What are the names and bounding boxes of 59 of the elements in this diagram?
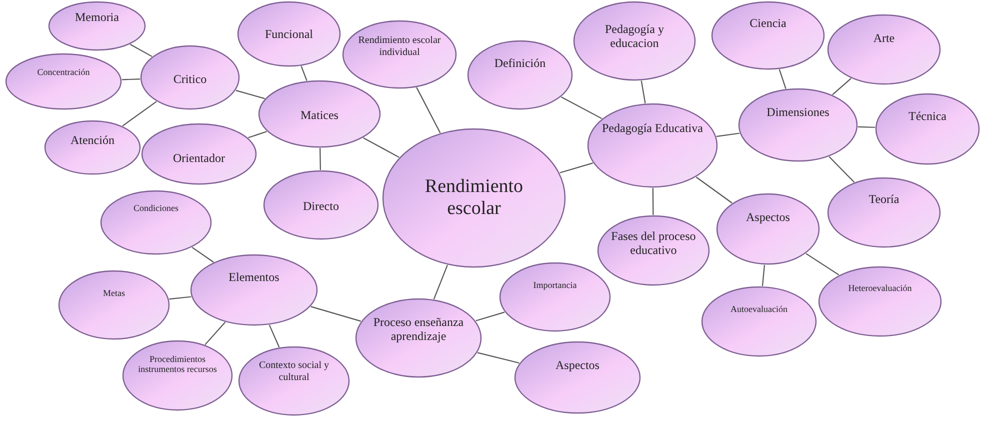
connector-line bbox=[320, 148, 321, 170]
connector-line bbox=[204, 322, 226, 346]
connector-line bbox=[560, 162, 593, 174]
connector-line bbox=[716, 132, 740, 138]
concept-label: Contexto social y cultural bbox=[258, 360, 330, 383]
connector-line bbox=[236, 90, 265, 100]
concept-label: Fases del proceso educativo bbox=[610, 230, 697, 258]
connector-line bbox=[561, 96, 602, 120]
connector-line bbox=[192, 246, 214, 263]
concept-label: Dimensiones bbox=[766, 106, 830, 120]
connector-line bbox=[778, 69, 786, 89]
concept-label: Matices bbox=[299, 109, 340, 123]
concept-label: Funcional bbox=[264, 28, 314, 42]
connector-line bbox=[828, 156, 855, 183]
connector-line bbox=[416, 87, 441, 134]
connector-line bbox=[433, 264, 448, 300]
concept-label: Importancia bbox=[532, 280, 578, 290]
connector-line bbox=[363, 137, 400, 158]
connector-line bbox=[122, 78, 140, 80]
concept-label: Condiciones bbox=[132, 203, 180, 214]
concept-label: Critico bbox=[172, 73, 208, 87]
concept-label: Técnica bbox=[908, 110, 948, 124]
connector-line bbox=[130, 44, 152, 57]
concept-label: Concentración bbox=[36, 67, 91, 78]
concept-label: Arte bbox=[872, 32, 896, 46]
concept-label: Autoevaluación bbox=[729, 304, 788, 314]
connector-line bbox=[300, 66, 308, 81]
concept-label: Pedagogía y educacion bbox=[604, 23, 665, 51]
connector-line bbox=[169, 296, 192, 300]
concept-label: Rendimiento escolar bbox=[424, 176, 524, 220]
connector-line bbox=[858, 126, 876, 128]
concept-label: Orientador bbox=[172, 152, 226, 166]
concept-label: Rendimiento escolar individual bbox=[357, 35, 442, 58]
concept-label: Proceso enseñanza aprendizaje bbox=[372, 316, 465, 344]
connector-line bbox=[652, 188, 654, 215]
concept-label: Ciencia bbox=[748, 17, 788, 31]
connector-line bbox=[477, 352, 520, 364]
connector-line bbox=[640, 80, 646, 104]
concept-label: Procedimientos instrumentos recursos bbox=[137, 354, 218, 375]
concept-label: Pedagogía Educativa bbox=[601, 122, 704, 136]
concept-label: Atención bbox=[69, 134, 116, 148]
connector-line bbox=[806, 253, 840, 276]
concept-label: Definición bbox=[493, 57, 547, 71]
concept-label: Memoria bbox=[74, 11, 120, 25]
concept-label: Aspectos bbox=[744, 211, 791, 225]
concept-label: Heteroevaluación bbox=[847, 283, 913, 294]
connector-line bbox=[476, 312, 505, 322]
connector-line bbox=[696, 176, 732, 204]
concept-label: Teoría bbox=[868, 193, 900, 207]
connector-line bbox=[832, 78, 852, 96]
connector-line bbox=[268, 324, 280, 348]
concept-label: Elementos bbox=[228, 271, 280, 285]
concept-label: Metas bbox=[102, 288, 126, 298]
connector-line bbox=[248, 130, 267, 138]
connector-line bbox=[762, 264, 766, 286]
connector-line bbox=[310, 306, 362, 322]
concept-label: Aspectos bbox=[554, 359, 600, 373]
connector-line bbox=[122, 101, 157, 126]
concept-label: Directo bbox=[302, 200, 340, 214]
